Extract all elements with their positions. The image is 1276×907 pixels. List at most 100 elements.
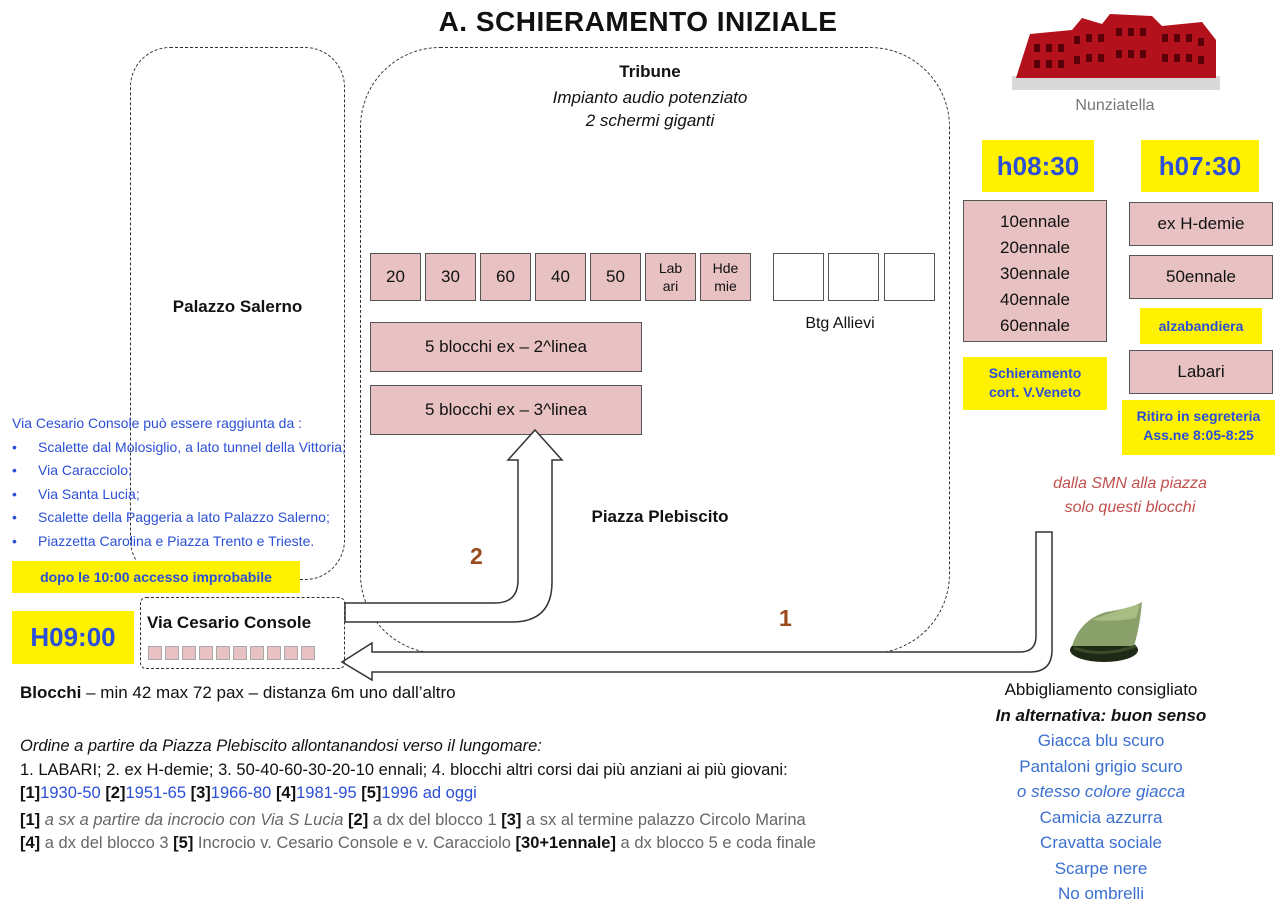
row-3-linea: 5 blocchi ex – 3^linea xyxy=(370,385,642,435)
small-block xyxy=(165,646,179,660)
ordine-line: 1. LABARI; 2. ex H-demie; 3. 50-40-60-30… xyxy=(20,760,788,779)
range-tag: [3] xyxy=(190,784,211,802)
col1-note: Schieramento cort. V.Veneto xyxy=(963,357,1107,410)
list-item: Via Caracciolo; xyxy=(12,459,392,483)
col2-box-labari: Labari xyxy=(1129,350,1273,394)
abbigliamento-item: Cravatta sociale xyxy=(1040,833,1162,852)
page-title: A. SCHIERAMENTO INIZIALE xyxy=(438,6,838,37)
arrow-1-path xyxy=(340,531,1053,682)
ordine-section: Ordine a partire da Piazza Plebiscito al… xyxy=(20,735,980,856)
list-item: Piazzetta Carolina e Piazza Trento e Tri… xyxy=(12,530,392,554)
col1-box: 10ennale 20ennale 30ennale 40ennale 60en… xyxy=(963,200,1107,342)
dalla-line2: solo questi blocchi xyxy=(1064,499,1196,516)
pos-tag: [2] xyxy=(348,810,369,829)
grid-cell-labari: Lab ari xyxy=(645,253,696,301)
blocchi-line: Blocchi – min 42 max 72 pax – distanza 6… xyxy=(20,683,456,703)
col2-box-50ennale: 50ennale xyxy=(1129,255,1273,299)
range-value: 1966-80 xyxy=(210,784,276,802)
tribune-line1: Impianto audio potenziato xyxy=(552,88,748,107)
abbigliamento-item: Pantaloni grigio scuro xyxy=(1019,756,1183,776)
col1-item: 20ennale xyxy=(1000,238,1070,257)
small-block xyxy=(199,646,213,660)
abbigliamento-alt: In alternativa: buon senso xyxy=(995,705,1207,725)
small-block xyxy=(216,646,230,660)
blocchi-bold: Blocchi xyxy=(20,683,82,702)
grid-cell-empty xyxy=(828,253,879,301)
logo-caption: Nunziatella xyxy=(1075,97,1155,114)
pos-text: a sx al termine palazzo Circolo Marina xyxy=(521,810,806,829)
pos-tag: [3] xyxy=(501,810,522,829)
pos-text: Incrocio v. Cesario Console e v. Caracci… xyxy=(193,834,516,852)
abbigliamento-item: o stesso colore giacca xyxy=(1016,782,1186,801)
range-value: 1930-50 xyxy=(40,784,106,802)
list-item: Via Santa Lucia; xyxy=(12,483,392,507)
access-info: Via Cesario Console può essere raggiunta… xyxy=(12,412,392,553)
list-item: Scalette della Paggeria a lato Palazzo S… xyxy=(12,506,392,530)
access-list: Scalette dal Molosiglio, a lato tunnel d… xyxy=(12,436,392,554)
pos-text: a dx blocco 5 e coda finale xyxy=(615,834,816,852)
col2-ritiro-note: Ritiro in segreteria Ass.ne 8:05-8:25 xyxy=(1122,400,1275,455)
range-value: 1951-65 xyxy=(125,784,191,802)
small-block xyxy=(250,646,264,660)
abbigliamento-item: No ombrelli xyxy=(1058,884,1144,903)
ritiro-line2: Ass.ne 8:05-8:25 xyxy=(1143,427,1254,443)
col1-time-badge: h08:30 xyxy=(982,140,1094,192)
arrow-1-number: 1 xyxy=(779,605,792,631)
dalla-smn-note: dalla SMN alla piazza solo questi blocch… xyxy=(1000,472,1260,520)
pos-text: a sx a partire da incrocio con Via S Luc… xyxy=(40,810,349,829)
row-2-linea: 5 blocchi ex – 2^linea xyxy=(370,322,642,372)
access-warning: dopo le 10:00 accesso improbabile xyxy=(12,561,300,593)
abbigliamento-heading: Abbigliamento consigliato xyxy=(1004,680,1198,699)
abbigliamento-item: Scarpe nere xyxy=(1054,858,1148,878)
grid-cell-60: 60 xyxy=(480,253,531,301)
col1-note-line2: cort. V.Veneto xyxy=(988,384,1082,400)
col1-item: 60ennale xyxy=(1000,316,1070,335)
small-block xyxy=(233,646,247,660)
military-cap-icon xyxy=(1070,602,1142,662)
grid-cell-50: 50 xyxy=(590,253,641,301)
pos-tag: [4] xyxy=(20,834,41,852)
blocchi-rest: – min 42 max 72 pax – distanza 6m uno da… xyxy=(81,683,456,702)
col1-item: 30ennale xyxy=(1000,264,1070,283)
col2-alzabandiera: alzabandiera xyxy=(1140,308,1262,344)
via-cesario-console-area xyxy=(140,597,345,669)
range-tag: [2] xyxy=(105,784,126,802)
grid-cell-empty xyxy=(884,253,935,301)
position-line-1: [1] a sx a partire da incrocio con Via S… xyxy=(20,809,980,833)
grid-cell-30: 30 xyxy=(425,253,476,301)
small-block xyxy=(148,646,162,660)
small-block xyxy=(301,646,315,660)
col1-item: 10ennale xyxy=(1000,212,1070,231)
pos-tag: [5] xyxy=(173,834,194,852)
col2-time-badge: h07:30 xyxy=(1141,140,1259,192)
pos-tag: [30+1ennale] xyxy=(515,834,616,852)
range-value: 1996 ad oggi xyxy=(381,784,477,802)
pos-text: a dx del blocco 3 xyxy=(40,834,174,852)
arrow-2-number: 2 xyxy=(470,543,483,569)
nunziatella-logo xyxy=(1012,10,1220,92)
abbigliamento-item: Giacca blu scuro xyxy=(1037,731,1165,750)
grid-cell-40: 40 xyxy=(535,253,586,301)
col1-note-line1: Schieramento xyxy=(988,365,1082,381)
access-heading: Via Cesario Console può essere raggiunta… xyxy=(12,415,303,431)
via-name-label: Via Cesario Console xyxy=(147,613,312,632)
small-block xyxy=(267,646,281,660)
ordine-heading: Ordine a partire da Piazza Plebiscito al… xyxy=(20,737,542,755)
via-time-badge: H09:00 xyxy=(12,611,134,664)
building-icon xyxy=(1012,14,1220,90)
abbigliamento-section: Abbigliamento consigliato In alternativa… xyxy=(970,677,1232,907)
dalla-line1: dalla SMN alla piazza xyxy=(1053,475,1207,492)
tribune-line2: 2 schermi giganti xyxy=(585,111,715,130)
range-value: 1981-95 xyxy=(296,784,362,802)
range-tag: [5] xyxy=(361,784,382,802)
btg-allievi-label: Btg Allievi xyxy=(805,315,875,332)
grid-cell-hdemie: Hde mie xyxy=(700,253,751,301)
grid-cell-20: 20 xyxy=(370,253,421,301)
ordine-ranges: [1]1930-50 [2]1951-65 [3]1966-80 [4]1981… xyxy=(20,782,980,806)
tribune-title: Tribune xyxy=(619,62,681,81)
small-block xyxy=(284,646,298,660)
col2-box-exhdemie: ex H-demie xyxy=(1129,202,1273,246)
small-block xyxy=(182,646,196,660)
piazza-plebiscito-label: Piazza Plebiscito xyxy=(591,507,729,526)
